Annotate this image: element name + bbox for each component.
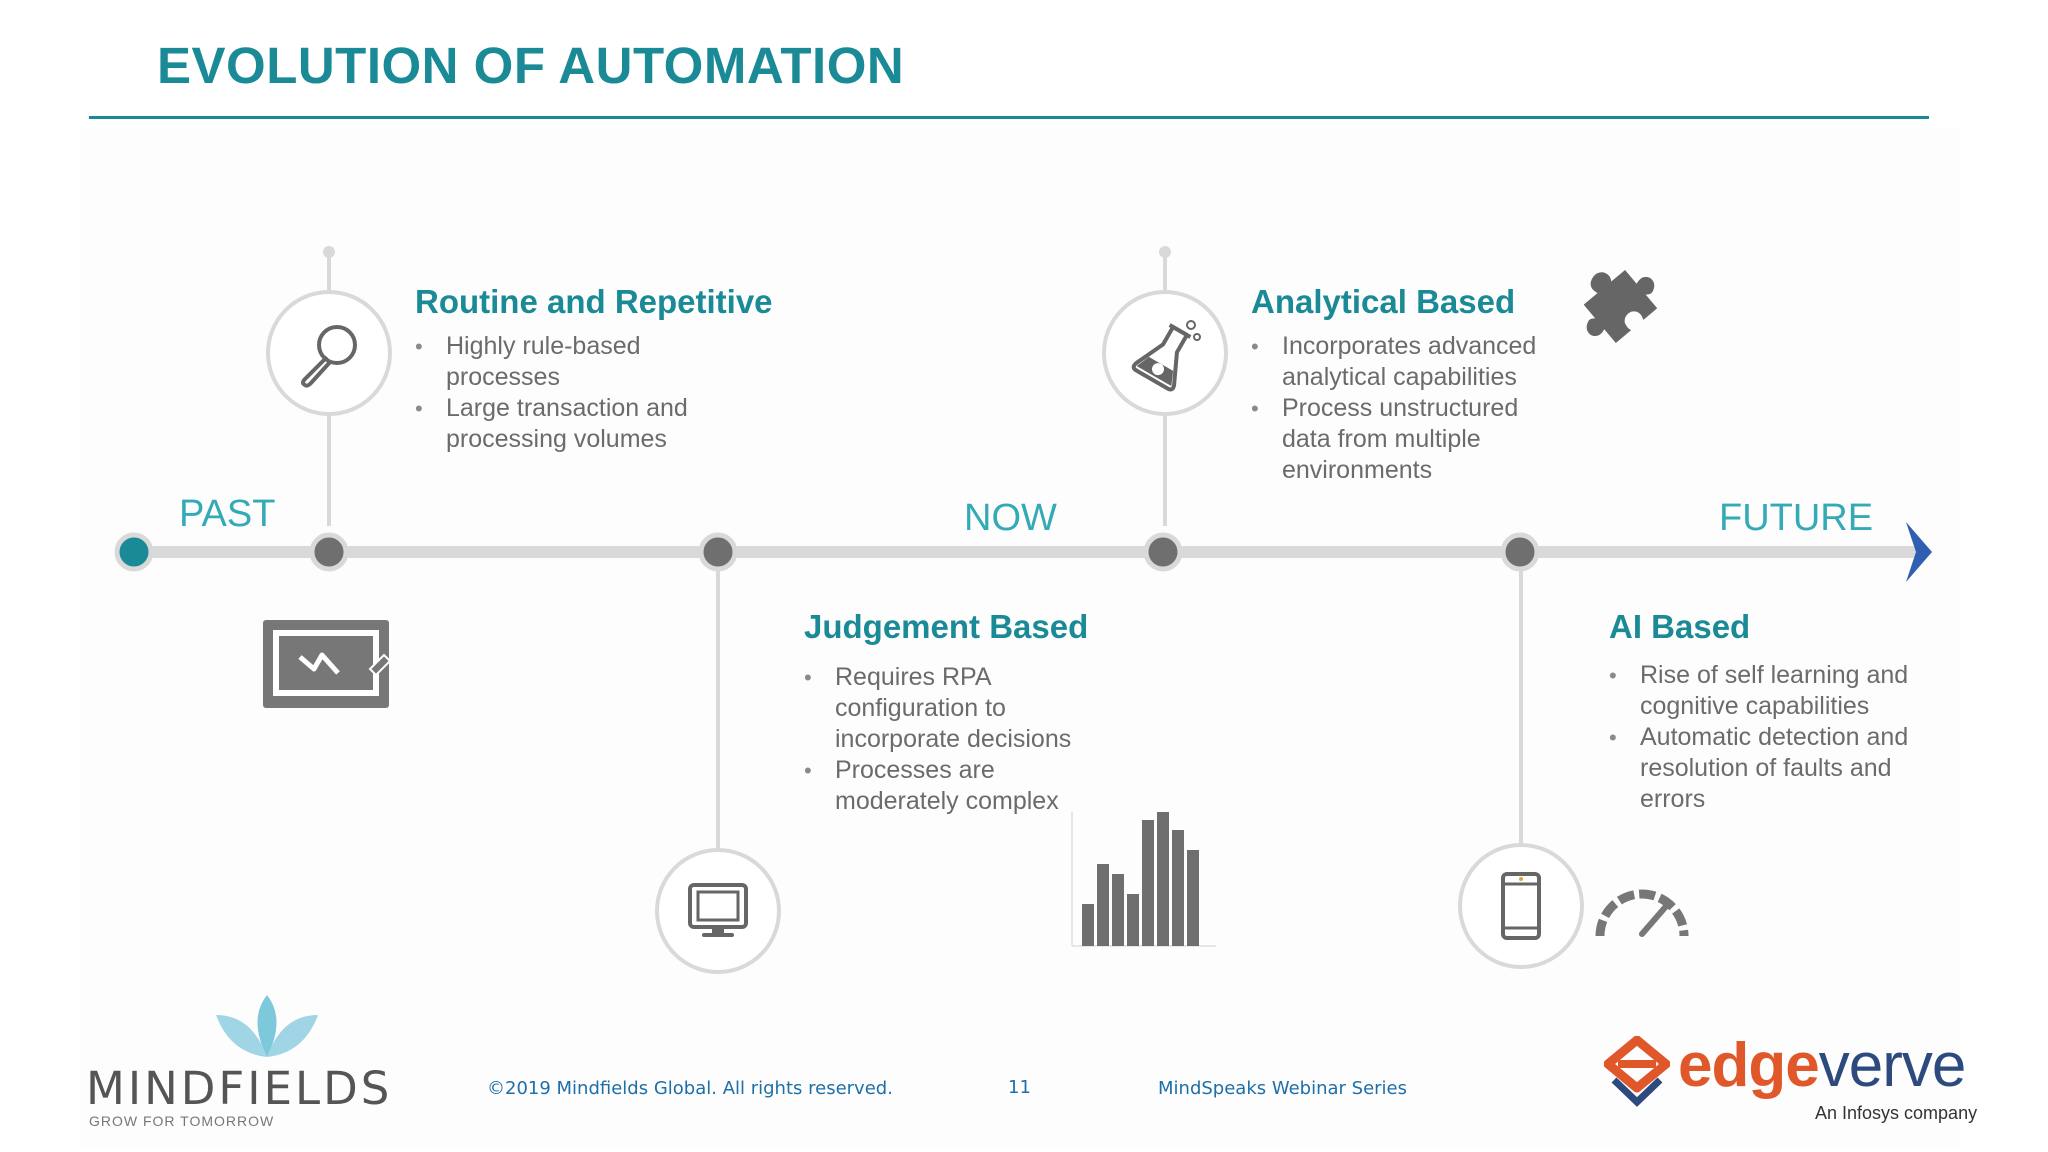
stage-judgement: Judgement Based Requires RPA configurati… [804, 608, 1104, 817]
mindfields-tagline: GROW FOR TOMORROW [89, 1113, 275, 1129]
footer-copyright: ©2019 Mindfields Global. All rights rese… [487, 1078, 893, 1099]
bullet-item: Rise of self learning and cognitive capa… [1609, 660, 1939, 722]
bullet-item: Processes are moderately complex [804, 755, 1104, 817]
bullet-item: Requires RPA configuration to incorporat… [804, 662, 1104, 755]
magnifier-icon [301, 325, 357, 388]
stage-heading: Judgement Based [804, 608, 1089, 645]
bullet-item: Automatic detection and resolution of fa… [1609, 722, 1939, 815]
stage-icon-circle [655, 848, 781, 974]
timeline-node [1143, 532, 1183, 572]
stage-routine: Routine and Repetitive Highly rule-based… [415, 283, 773, 455]
footer-page-number: 11 [1008, 1077, 1031, 1098]
monitor-icon [688, 883, 748, 937]
edgeverve-logo-part: verve [1818, 1031, 1967, 1100]
stage-heading: Routine and Repetitive [415, 283, 773, 320]
stage-icon-circle [266, 290, 392, 416]
era-past-label: PAST [179, 493, 276, 535]
stage-bullets: Rise of self learning and cognitive capa… [1609, 660, 1939, 815]
bullet-item: Incorporates advanced analytical capabil… [1251, 331, 1561, 393]
footer-series: MindSpeaks Webinar Series [1158, 1078, 1408, 1099]
timeline-node [309, 532, 349, 572]
bullet-item: Highly rule-based processes [415, 331, 735, 393]
stage-icon-circle [1102, 290, 1228, 416]
stage-bullets: Requires RPA configuration to incorporat… [804, 662, 1104, 817]
era-now-label: NOW [964, 497, 1057, 539]
flask-icon [1131, 320, 1201, 392]
speedometer-icon [1595, 889, 1689, 937]
timeline-start-node [114, 532, 154, 572]
stage-analytical: Analytical Based Incorporates advanced a… [1251, 283, 1561, 486]
tablet-icon [1501, 872, 1541, 940]
mindfields-logo-text: MINDFIELDS [86, 1062, 393, 1115]
timeline-node [1500, 532, 1540, 572]
edgeverve-logo-text: edgeverve [1678, 1030, 1967, 1101]
stage-heading: Analytical Based [1251, 283, 1516, 320]
timeline-line [130, 546, 1920, 558]
title-underline [89, 116, 1929, 119]
puzzle-piece-icon [1583, 269, 1658, 343]
bullet-item: Large transaction and processing volumes [415, 393, 735, 455]
bullet-item: Process unstructured data from multiple … [1251, 393, 1561, 486]
era-future-label: FUTURE [1719, 497, 1874, 539]
slide-title: EVOLUTION OF AUTOMATION [157, 37, 905, 94]
lotus-logo-icon [216, 995, 318, 1057]
whiteboard-icon [263, 620, 392, 708]
edgeverve-logo-icon [1604, 1036, 1670, 1107]
stage-bullets: Incorporates advanced analytical capabil… [1251, 331, 1561, 486]
stage-icon-circle [1458, 843, 1584, 969]
future-arrow-icon [1906, 522, 1932, 582]
bar-chart-icon [1071, 812, 1216, 947]
timeline-node [698, 532, 738, 572]
edgeverve-tagline: An Infosys company [1815, 1103, 1978, 1123]
stage-ai: AI Based Rise of self learning and cogni… [1609, 608, 1939, 815]
stage-heading: AI Based [1609, 608, 1751, 645]
edgeverve-logo-part: edge [1678, 1031, 1820, 1100]
stage-bullets: Highly rule-based processes Large transa… [415, 331, 735, 455]
